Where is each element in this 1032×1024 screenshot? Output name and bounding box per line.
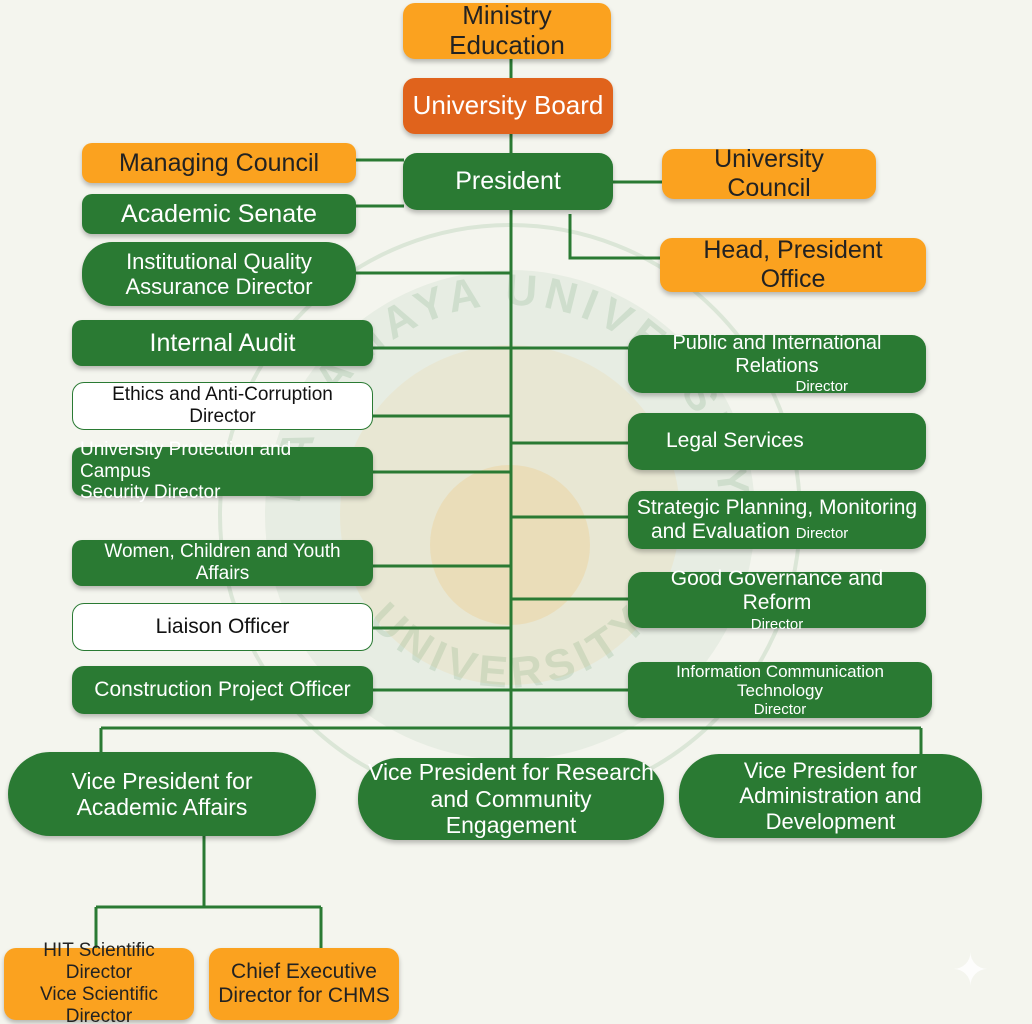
- chms-director-line2: Director for CHMS: [218, 984, 390, 1007]
- ethics-box: Ethics and Anti-Corruption Director: [72, 382, 373, 430]
- strategic-planning-box: Strategic Planning, Monitoring and Evalu…: [628, 491, 926, 549]
- internal-audit-box: Internal Audit: [72, 320, 373, 366]
- vp-academic-box: Vice President for Academic Affairs: [8, 752, 316, 836]
- campus-security-box: University Protection and Campus Securit…: [72, 439, 373, 503]
- women-youth-box: Women, Children and Youth Affairs: [72, 540, 373, 586]
- strategic-planning-line2: and Evaluation: [651, 520, 790, 543]
- head-president-office-label: Head, President Office: [703, 236, 883, 293]
- good-governance-label: Good Governance and Reform: [670, 567, 884, 615]
- hit-director-line1: HIT Scientific Director: [43, 940, 155, 984]
- quality-assurance-box: Institutional Quality Assurance Director: [82, 242, 356, 306]
- construction-officer-label: Construction Project Officer: [94, 677, 351, 701]
- hit-director-box: HIT Scientific Director Vice Scientific …: [4, 940, 194, 1024]
- sparkle-icon: ✦: [952, 946, 989, 995]
- head-president-office-box: Head, President Office: [660, 236, 926, 293]
- good-governance-box: Good Governance and Reform Director: [628, 567, 926, 633]
- ministry-education-box: Ministry Education: [403, 0, 611, 60]
- ministry-education-label: Ministry Education: [449, 0, 565, 60]
- managing-council-label: Managing Council: [118, 148, 320, 177]
- ict-label: Information Communication Technology: [676, 661, 884, 701]
- vp-research-box: Vice President for Research and Communit…: [358, 758, 664, 840]
- university-board-label: University Board: [412, 90, 604, 121]
- chms-director-line1: Chief Executive: [231, 959, 377, 983]
- president-box: President: [403, 153, 613, 210]
- vp-academic-line2: Academic Affairs: [76, 794, 248, 820]
- internal-audit-label: Internal Audit: [149, 328, 296, 357]
- vp-academic-line1: Vice President for: [71, 767, 253, 794]
- strategic-planning-line1: Strategic Planning, Monitoring: [636, 495, 918, 519]
- vp-admin-box: Vice President for Administration and De…: [679, 754, 982, 838]
- quality-assurance-line2: Assurance Director: [125, 274, 313, 299]
- vp-research-line2: and Community Engagement: [430, 785, 592, 839]
- strategic-planning-line2-wrap: and Evaluation Director: [651, 520, 848, 544]
- ict-sub: Director: [753, 700, 807, 718]
- campus-security-line1: University Protection and Campus: [80, 438, 292, 482]
- vp-research-line1: Vice President for Research: [368, 759, 654, 786]
- strategic-planning-sub: Director: [795, 525, 849, 542]
- construction-officer-box: Construction Project Officer: [72, 666, 373, 714]
- legal-services-label: Legal Services: [666, 429, 804, 453]
- liaison-officer-box: Liaison Officer: [72, 603, 373, 651]
- good-governance-sub: Director: [750, 615, 804, 633]
- hit-director-line2: Vice Scientific Director: [40, 984, 158, 1024]
- university-council-box: University Council: [662, 145, 876, 202]
- legal-services-box: Legal Services: [628, 413, 926, 470]
- president-label: President: [455, 167, 561, 196]
- liaison-officer-label: Liaison Officer: [155, 614, 290, 638]
- university-council-label: University Council: [714, 145, 824, 202]
- university-board-box: University Board: [403, 78, 613, 134]
- managing-council-box: Managing Council: [82, 143, 356, 183]
- vp-admin-line2: Administration and Development: [739, 783, 922, 834]
- public-relations-sub: Director: [795, 378, 848, 396]
- academic-senate-label: Academic Senate: [121, 199, 317, 228]
- ict-box: Information Communication Technology Dir…: [628, 662, 932, 718]
- chms-director-box: Chief Executive Director for CHMS: [209, 948, 399, 1020]
- public-relations-box: Public and International Relations Direc…: [628, 332, 926, 396]
- ethics-label: Ethics and Anti-Corruption Director: [112, 384, 333, 427]
- women-youth-label: Women, Children and Youth Affairs: [104, 541, 341, 584]
- academic-senate-box: Academic Senate: [82, 194, 356, 234]
- quality-assurance-line1: Institutional Quality: [126, 248, 312, 274]
- public-relations-label: Public and International Relations: [672, 332, 882, 378]
- campus-security-line2: Security Director: [80, 482, 221, 504]
- vp-admin-line1: Vice President for: [743, 758, 918, 784]
